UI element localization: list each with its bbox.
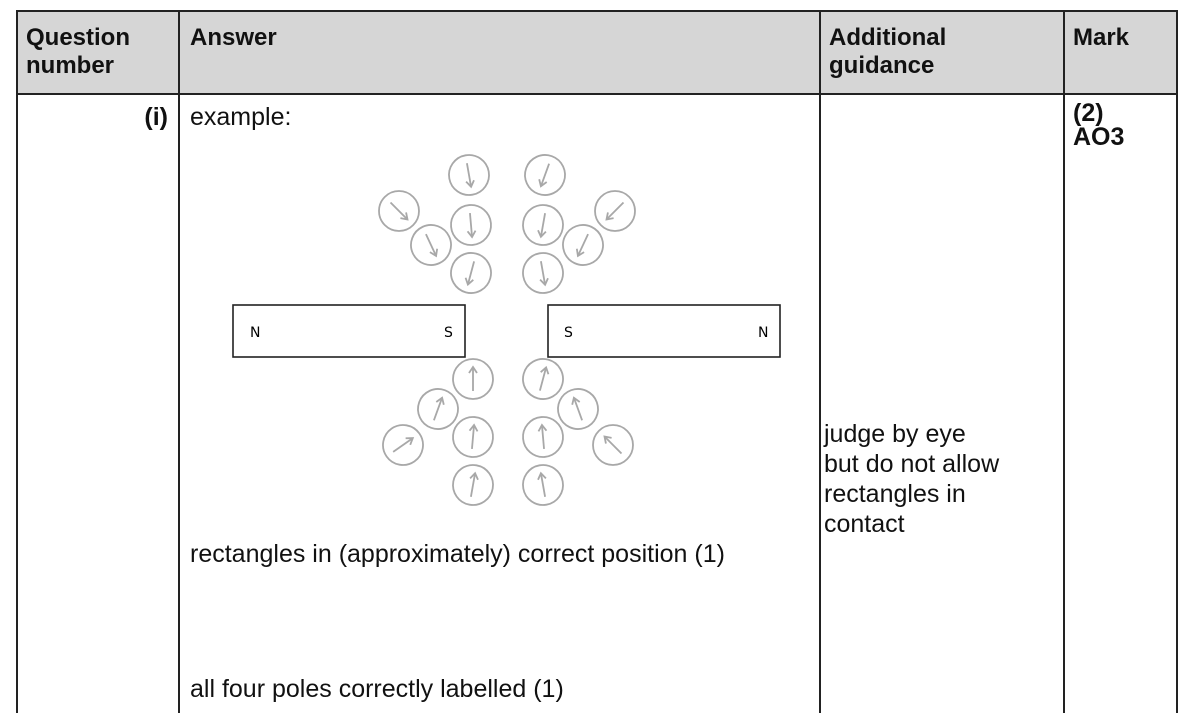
compass-needle-icon [452,358,494,400]
magnet-left-pole-s: S [444,325,453,341]
magnet-field-diagram: N S S N [232,148,781,510]
magnet-left: N S [232,304,466,358]
header-mark: Mark [1073,24,1130,51]
header-answer: Answer [190,24,277,51]
magnet-right-pole-s: S [564,325,573,341]
compass-needle-icon [583,415,643,475]
column-divider [819,12,821,713]
magnet-right-pole-n: N [758,325,768,341]
compass-needle-icon [374,416,432,474]
compass-needle-icon [448,460,498,510]
table-header-row [18,12,1176,95]
magnet-right: S N [547,304,781,358]
compass-needle-icon [517,353,569,405]
compass-needle-icon [448,202,494,248]
compass-needle-icon [518,460,568,510]
header-question-number: Question number [26,24,131,79]
compass-needle-icon [445,247,497,299]
magnet-left-pole-n: N [250,325,260,341]
criterion-poles: all four poles correctly labelled (1) [190,675,564,703]
compass-needle-icon [520,414,566,460]
assessment-objective: AO3 [1073,123,1125,151]
column-divider [178,12,180,713]
additional-guidance-text: judge by eye but do not allow rectangles… [824,420,1000,538]
answer-intro: example: [190,103,292,131]
compass-needle-icon [444,150,494,200]
question-number: (i) [144,103,168,131]
compass-needle-icon [518,148,572,202]
compass-needle-icon [518,200,568,250]
header-additional-guidance: Additional guidance [829,24,947,79]
criterion-position: rectangles in (approximately) correct po… [190,540,725,568]
column-divider [1063,12,1065,713]
mark-scheme-table: Question number Answer Additional guidan… [16,10,1178,713]
compass-needle-icon [518,248,568,298]
mark-value: (2) [1073,99,1104,127]
compass-needle-icon [450,414,496,460]
